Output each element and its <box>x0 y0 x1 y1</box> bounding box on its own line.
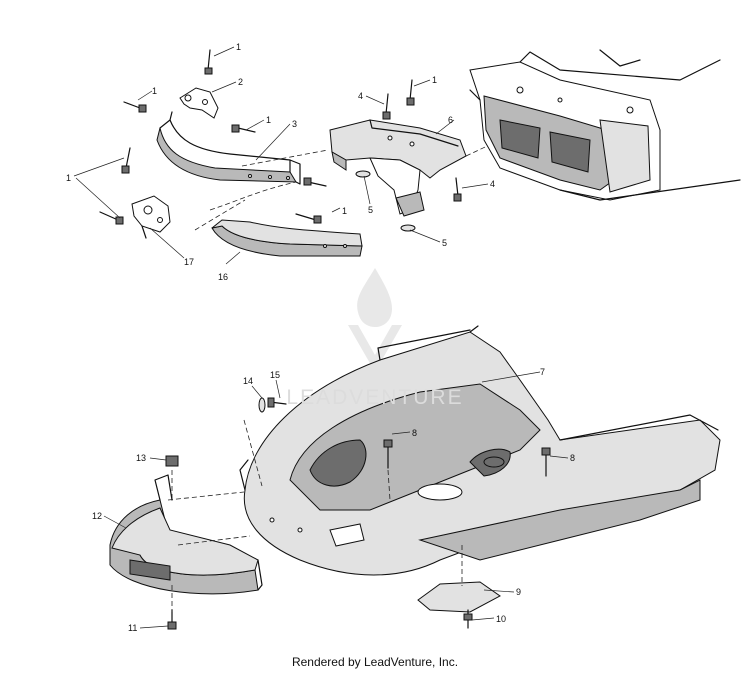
callout-1: 1 <box>152 86 157 96</box>
bolt-icon <box>267 397 287 408</box>
bolt-icon <box>123 101 147 113</box>
callout-8: 8 <box>570 453 575 463</box>
callout-17: 17 <box>184 257 194 267</box>
bolt-icon <box>295 213 322 224</box>
callout-1: 1 <box>432 75 437 85</box>
bolt-icon <box>541 447 551 477</box>
washer-icon <box>400 224 416 232</box>
crossmember-bracket-part-6 <box>329 119 467 217</box>
bolt-icon <box>231 124 256 133</box>
callout-1: 1 <box>342 206 347 216</box>
front-bumper-part-12 <box>109 474 263 595</box>
callout-1: 1 <box>266 115 271 125</box>
nose-pan-part-7 <box>239 325 721 576</box>
bolt-icon <box>303 177 327 187</box>
callout-13: 13 <box>136 453 146 463</box>
footer-credit: Rendered by LeadVenture, Inc. <box>291 655 459 669</box>
bolt-icon <box>383 439 393 469</box>
chassis-frame <box>469 49 741 201</box>
bolt-icon <box>463 609 473 629</box>
bolt-icon <box>453 177 462 202</box>
bolt-icon <box>406 79 415 106</box>
callout-4: 4 <box>490 179 495 189</box>
mount-plate-part-2 <box>179 87 219 119</box>
bolt-icon <box>204 49 213 75</box>
callout-8: 8 <box>412 428 417 438</box>
callout-10: 10 <box>496 614 506 624</box>
skid-plate-part-9 <box>417 581 501 613</box>
callout-12: 12 <box>92 511 102 521</box>
callout-1: 1 <box>66 173 71 183</box>
bolt-icon <box>382 93 391 120</box>
washer-icon <box>355 170 371 178</box>
callout-3: 3 <box>292 119 297 129</box>
watermark-logo-icon <box>348 268 402 372</box>
callout-1: 1 <box>236 42 241 52</box>
callout-15: 15 <box>270 370 280 380</box>
callout-4: 4 <box>358 91 363 101</box>
bumper-bracket-part-3 <box>156 111 301 185</box>
callout-9: 9 <box>516 587 521 597</box>
mount-plate-part-17 <box>131 195 171 239</box>
callout-2: 2 <box>238 77 243 87</box>
callout-11: 11 <box>128 623 137 633</box>
watermark-text: LEADVENTURE <box>286 386 464 409</box>
bumper-bracket-part-16 <box>211 219 363 257</box>
callout-7: 7 <box>540 367 545 377</box>
callout-5: 5 <box>442 238 447 248</box>
callout-6: 6 <box>448 115 453 125</box>
callout-14: 14 <box>243 376 253 386</box>
callout-5: 5 <box>368 205 373 215</box>
nut-icon <box>165 455 179 467</box>
exploded-view-drawing: 1 2 1 1 3 1 17 16 1 4 1 6 5 4 5 7 14 15 … <box>66 42 741 633</box>
bolt-icon <box>167 609 177 630</box>
bolt-icon <box>99 211 124 225</box>
callout-16: 16 <box>218 272 228 282</box>
bolt-icon <box>121 147 131 174</box>
